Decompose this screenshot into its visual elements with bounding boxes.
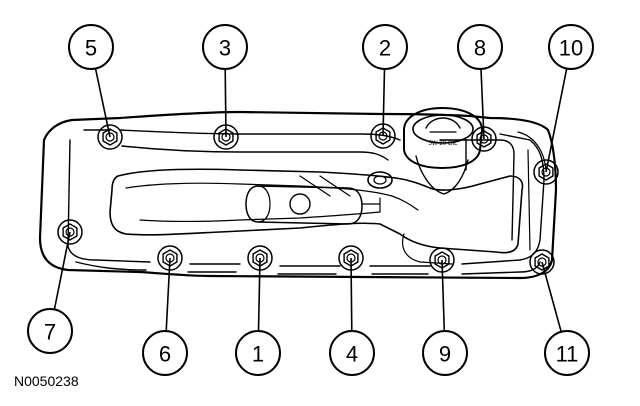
leader-line-4 <box>350 257 353 332</box>
callout-circle-4 <box>329 330 375 376</box>
bolt-head-5 <box>102 128 118 146</box>
bolt-boss-10 <box>533 159 559 185</box>
reference-code: N0050238 <box>14 373 79 389</box>
callout-circle-7 <box>27 308 73 354</box>
callout-circle-10 <box>548 24 594 70</box>
bolt-boss-11 <box>529 249 555 275</box>
callout-circle-11 <box>544 330 590 376</box>
bolt-center-5 <box>105 132 115 142</box>
leader-lines-group <box>53 68 568 333</box>
callout-circle-5 <box>68 24 114 70</box>
callouts-group: 5 3 2 8 10 7 6 1 4 9 11 <box>27 24 594 376</box>
bolt-head-7 <box>62 223 78 241</box>
callout-label-1: 1 <box>252 342 264 367</box>
bolt-head-11 <box>534 253 550 271</box>
callout-circle-6 <box>142 330 188 376</box>
leader-line-10 <box>545 68 568 173</box>
leader-line-7 <box>53 231 71 310</box>
oil-filler-cap: 5W-20 OIL <box>403 107 483 195</box>
oil-cap-marking: 5W-20 OIL <box>429 141 459 147</box>
leader-line-11 <box>541 261 562 333</box>
bolt-boss-7 <box>57 219 83 245</box>
leader-line-1 <box>257 257 261 332</box>
leader-line-3 <box>224 68 227 138</box>
bolt-head-3 <box>218 128 234 146</box>
leader-line-6 <box>165 257 171 332</box>
leader-line-9 <box>441 259 446 332</box>
bolt-boss-5 <box>97 124 123 150</box>
bolt-head-2 <box>375 127 391 145</box>
callout-circle-9 <box>422 330 468 376</box>
bolt-center-11 <box>537 257 547 267</box>
callout-label-2: 2 <box>379 36 391 61</box>
callout-label-8: 8 <box>474 36 486 61</box>
callout-label-3: 3 <box>219 36 231 61</box>
leader-line-2 <box>382 68 386 137</box>
callout-circle-1 <box>235 330 281 376</box>
bolt-head-8 <box>476 130 492 148</box>
callout-circle-8 <box>457 24 503 70</box>
bolt-head-10 <box>538 163 554 181</box>
callout-label-4: 4 <box>346 342 358 367</box>
callout-circle-3 <box>202 24 248 70</box>
leader-line-5 <box>94 68 111 138</box>
callout-label-5: 5 <box>85 36 97 61</box>
callout-label-6: 6 <box>159 342 171 367</box>
callout-label-7: 7 <box>44 320 56 345</box>
callout-label-10: 10 <box>559 36 583 61</box>
callout-label-11: 11 <box>556 342 579 367</box>
leader-line-8 <box>480 68 485 140</box>
callout-circle-2 <box>362 24 408 70</box>
callout-label-9: 9 <box>439 342 451 367</box>
